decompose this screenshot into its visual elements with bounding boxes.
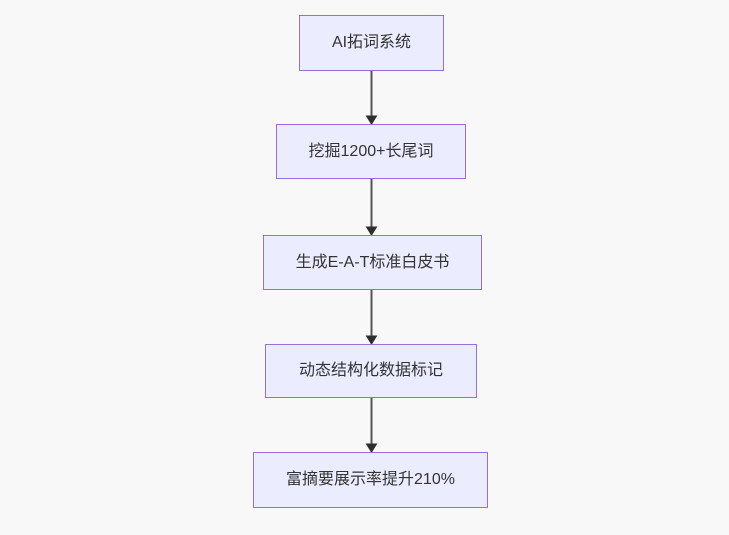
- node-longtail-keyword-mining: 挖掘1200+长尾词: [276, 124, 466, 179]
- node-label: AI拓词系统: [331, 34, 412, 52]
- node-label: 富摘要展示率提升210%: [286, 471, 455, 489]
- flow-arrow: [365, 71, 378, 125]
- node-label: 动态结构化数据标记: [298, 362, 443, 380]
- node-ai-word-expansion-system: AI拓词系统: [299, 15, 444, 71]
- flow-arrow: [365, 179, 378, 236]
- node-dynamic-structured-data-markup: 动态结构化数据标记: [265, 344, 477, 398]
- flow-arrow: [365, 398, 378, 453]
- node-eat-whitepaper-generation: 生成E-A-T标准白皮书: [263, 235, 482, 290]
- flow-arrow: [365, 290, 378, 345]
- node-label: 生成E-A-T标准白皮书: [295, 253, 450, 271]
- node-rich-snippet-rate-increase: 富摘要展示率提升210%: [253, 452, 488, 508]
- node-label: 挖掘1200+长尾词: [308, 142, 434, 160]
